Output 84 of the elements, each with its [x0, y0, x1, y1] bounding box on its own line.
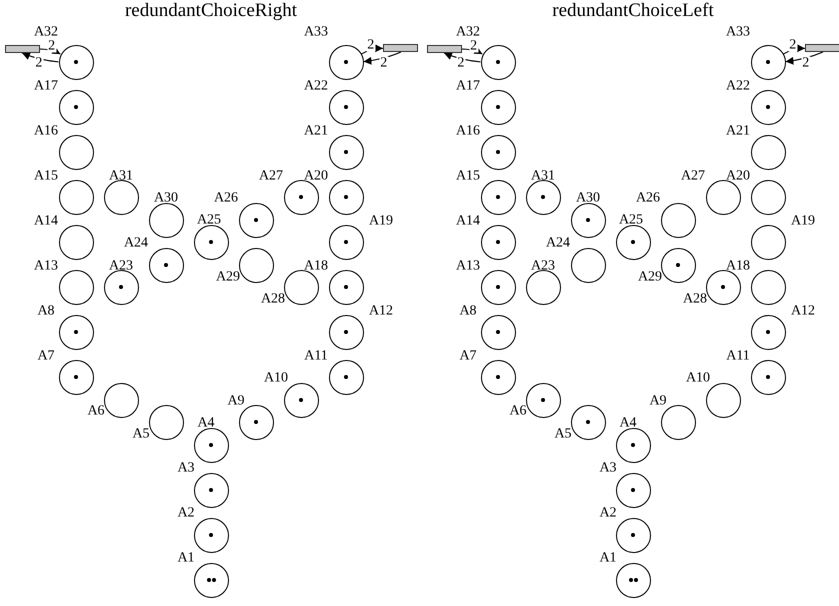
place-label: A28	[260, 292, 286, 306]
transition-bar	[383, 44, 418, 52]
place-label: A26	[636, 190, 660, 206]
arc-arrow	[363, 52, 402, 65]
place-label: A12	[790, 304, 816, 318]
arc-arrow	[40, 46, 61, 55]
place-label: A10	[264, 370, 288, 386]
place-label: A13	[34, 258, 58, 274]
place-label: A4	[197, 416, 215, 430]
place-label: A22	[726, 78, 750, 94]
place-label: A1	[599, 550, 617, 566]
place-label: A4	[619, 416, 637, 430]
place-label: A2	[599, 506, 617, 520]
place-label: A3	[599, 460, 617, 476]
place-label: A3	[177, 460, 195, 476]
place-label: A18	[304, 258, 328, 274]
place-label: A15	[34, 168, 58, 184]
place-label: A29	[216, 270, 240, 284]
edge-label: 2	[47, 39, 56, 52]
place-label: A24	[546, 236, 570, 250]
place-label: A31	[108, 168, 134, 184]
place-label: A29	[638, 270, 662, 284]
place-label: A14	[456, 214, 480, 228]
transition-bar	[5, 45, 40, 53]
place-label: A23	[108, 258, 134, 274]
place-label: A27	[680, 168, 706, 184]
place-label: A31	[530, 168, 556, 184]
place-label: A14	[34, 214, 58, 228]
place-label: A25	[618, 212, 644, 228]
place-label: A24	[124, 236, 148, 250]
place-label: A7	[459, 348, 477, 364]
place-label: A12	[368, 304, 394, 318]
place-label: A20	[304, 168, 328, 184]
edge-label: 2	[788, 38, 798, 52]
place-label: A27	[258, 168, 284, 184]
place-label: A26	[214, 190, 238, 206]
place-label: A8	[459, 304, 477, 318]
place-label: A11	[726, 348, 750, 364]
place-label: A5	[132, 426, 150, 442]
edge-label: 2	[469, 39, 478, 52]
place-label: A20	[726, 168, 750, 184]
place-label: A30	[154, 190, 178, 206]
edge-label: 2	[379, 56, 388, 70]
place-label: A2	[177, 506, 195, 520]
place-label: A13	[456, 258, 480, 274]
place-label: A30	[576, 190, 600, 206]
place-label: A19	[368, 214, 394, 228]
place-label: A5	[554, 426, 572, 442]
edge-label: 2	[366, 38, 376, 52]
arc-arrow	[785, 52, 824, 65]
place-label: A17	[34, 78, 58, 94]
panel-title: redundantChoiceLeft	[552, 0, 714, 22]
place-label: A21	[304, 124, 328, 138]
place-label: A1	[177, 550, 195, 566]
transition-bar	[805, 44, 839, 52]
place-label: A23	[530, 258, 556, 274]
panel-title: redundantChoiceRight	[124, 0, 298, 22]
place-label: A33	[726, 24, 750, 40]
arc-arrow	[361, 44, 384, 54]
arc-arrow	[783, 44, 806, 54]
place-label: A19	[790, 214, 816, 228]
place-label: A8	[37, 304, 55, 318]
edge-label: 2	[801, 56, 810, 70]
place-label: A11	[304, 348, 328, 364]
place-label: A25	[196, 212, 222, 228]
place-label: A9	[649, 394, 667, 408]
place-label: A28	[682, 292, 708, 306]
place-label: A33	[304, 24, 328, 40]
place-label: A17	[456, 78, 480, 94]
arc-arrow	[462, 46, 483, 55]
place-label: A21	[726, 124, 750, 138]
place-label: A16	[34, 124, 58, 138]
place-label: A15	[456, 168, 480, 184]
place-label: A10	[686, 370, 710, 386]
place-label: A32	[34, 24, 58, 40]
place-label: A32	[456, 24, 480, 40]
place-label: A9	[227, 394, 245, 408]
place-label: A6	[509, 404, 527, 418]
place-label: A22	[304, 78, 328, 94]
place-label: A18	[726, 258, 750, 274]
place-label: A6	[87, 404, 105, 418]
transition-bar	[427, 45, 462, 53]
place-label: A7	[37, 348, 55, 364]
place-label: A16	[456, 124, 480, 138]
